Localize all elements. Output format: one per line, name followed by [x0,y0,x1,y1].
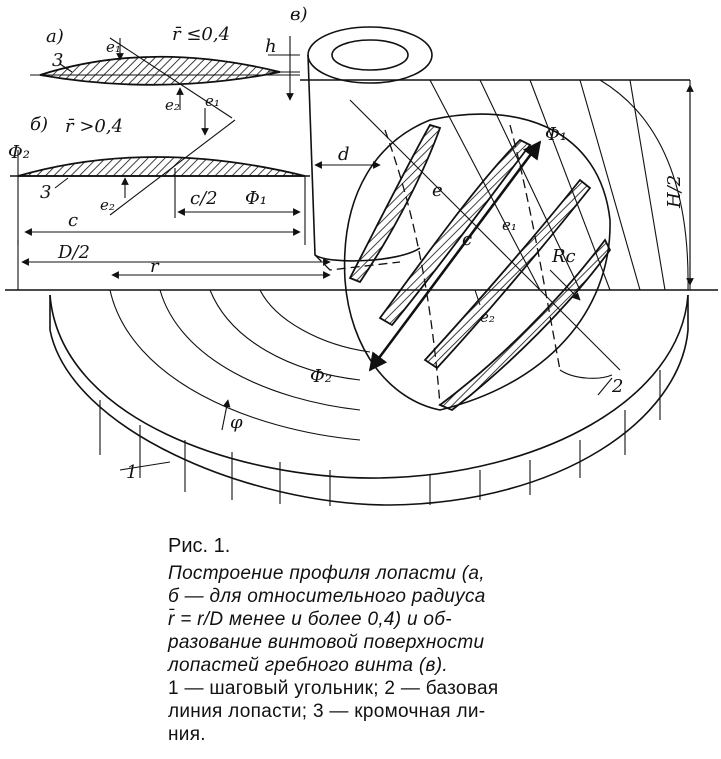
label-3-b: 3 [40,182,51,203]
blade-surface [343,99,621,412]
caption-line: лопастей гребного винта (в). [168,655,448,676]
profile-b [10,108,310,245]
label-v: в) [290,4,308,25]
label-e: e [432,180,443,201]
label-h: h [265,36,277,57]
caption-line: линия лопасти; 3 — кромочная ли- [168,701,486,722]
caption-line: 1 — шаговый угольник; 2 — базовая [168,678,499,699]
label-e2-a: e₂ [165,96,180,114]
label-rbar-gt: r̄ >0,4 [65,116,123,137]
label-h-half: H/2 [664,175,685,209]
leader-1 [119,461,171,471]
label-phi2-b: Φ₂ [8,142,30,163]
caption-figure-number: Рис. 1. [168,535,231,557]
label-c-half: c/2 [190,188,218,209]
label-phi2-v: Φ₂ [310,366,332,387]
label-a: а) [46,26,64,47]
label-e2-v: e₂ [480,308,495,326]
caption-line: разование винтовой поверхности [168,632,485,653]
label-d: d [338,144,350,165]
leader-2 [597,377,613,396]
propeller-disc [49,289,689,506]
profile-a [30,36,300,119]
caption-line: r̄ = r/D менее и более 0,4) и об- [168,609,452,630]
radius-dimensions [17,240,331,290]
label-rbar-le: r̄ ≤0,4 [172,24,230,45]
label-phi1-b: Φ₁ [245,188,267,209]
label-c-b: c [68,210,78,231]
propeller-blade-diagram: а) r̄ ≤0,4 e₁ e₂ h 3 в) б) r̄ >0,4 e₁ Φ₂… [5,4,718,506]
caption-line: б — для относительного радиуса [168,586,486,607]
label-b: б) [30,114,48,135]
label-rc: Rc [551,246,576,267]
label-3-a: 3 [52,50,63,71]
label-phi1-v: Φ₁ [545,124,567,145]
label-e1-v: e₁ [502,216,517,234]
figure-caption: Рис. 1. Построение профиля лопасти (а, б… [168,535,708,746]
caption-line: Построение профиля лопасти (а, [168,563,485,584]
caption-line: ния. [168,724,206,745]
label-phi: φ [230,412,243,433]
label-2: 2 [611,376,623,397]
label-e1-a: e₁ [106,38,121,56]
label-e2-b: e₂ [100,196,115,214]
label-d-half: D/2 [57,242,90,263]
label-e1-b: e₁ [205,92,220,110]
hub-cylinder [307,26,433,271]
label-1: 1 [126,462,137,483]
label-r: r [150,256,160,277]
label-c-v: c [462,229,472,250]
phi-arrow [221,399,231,431]
